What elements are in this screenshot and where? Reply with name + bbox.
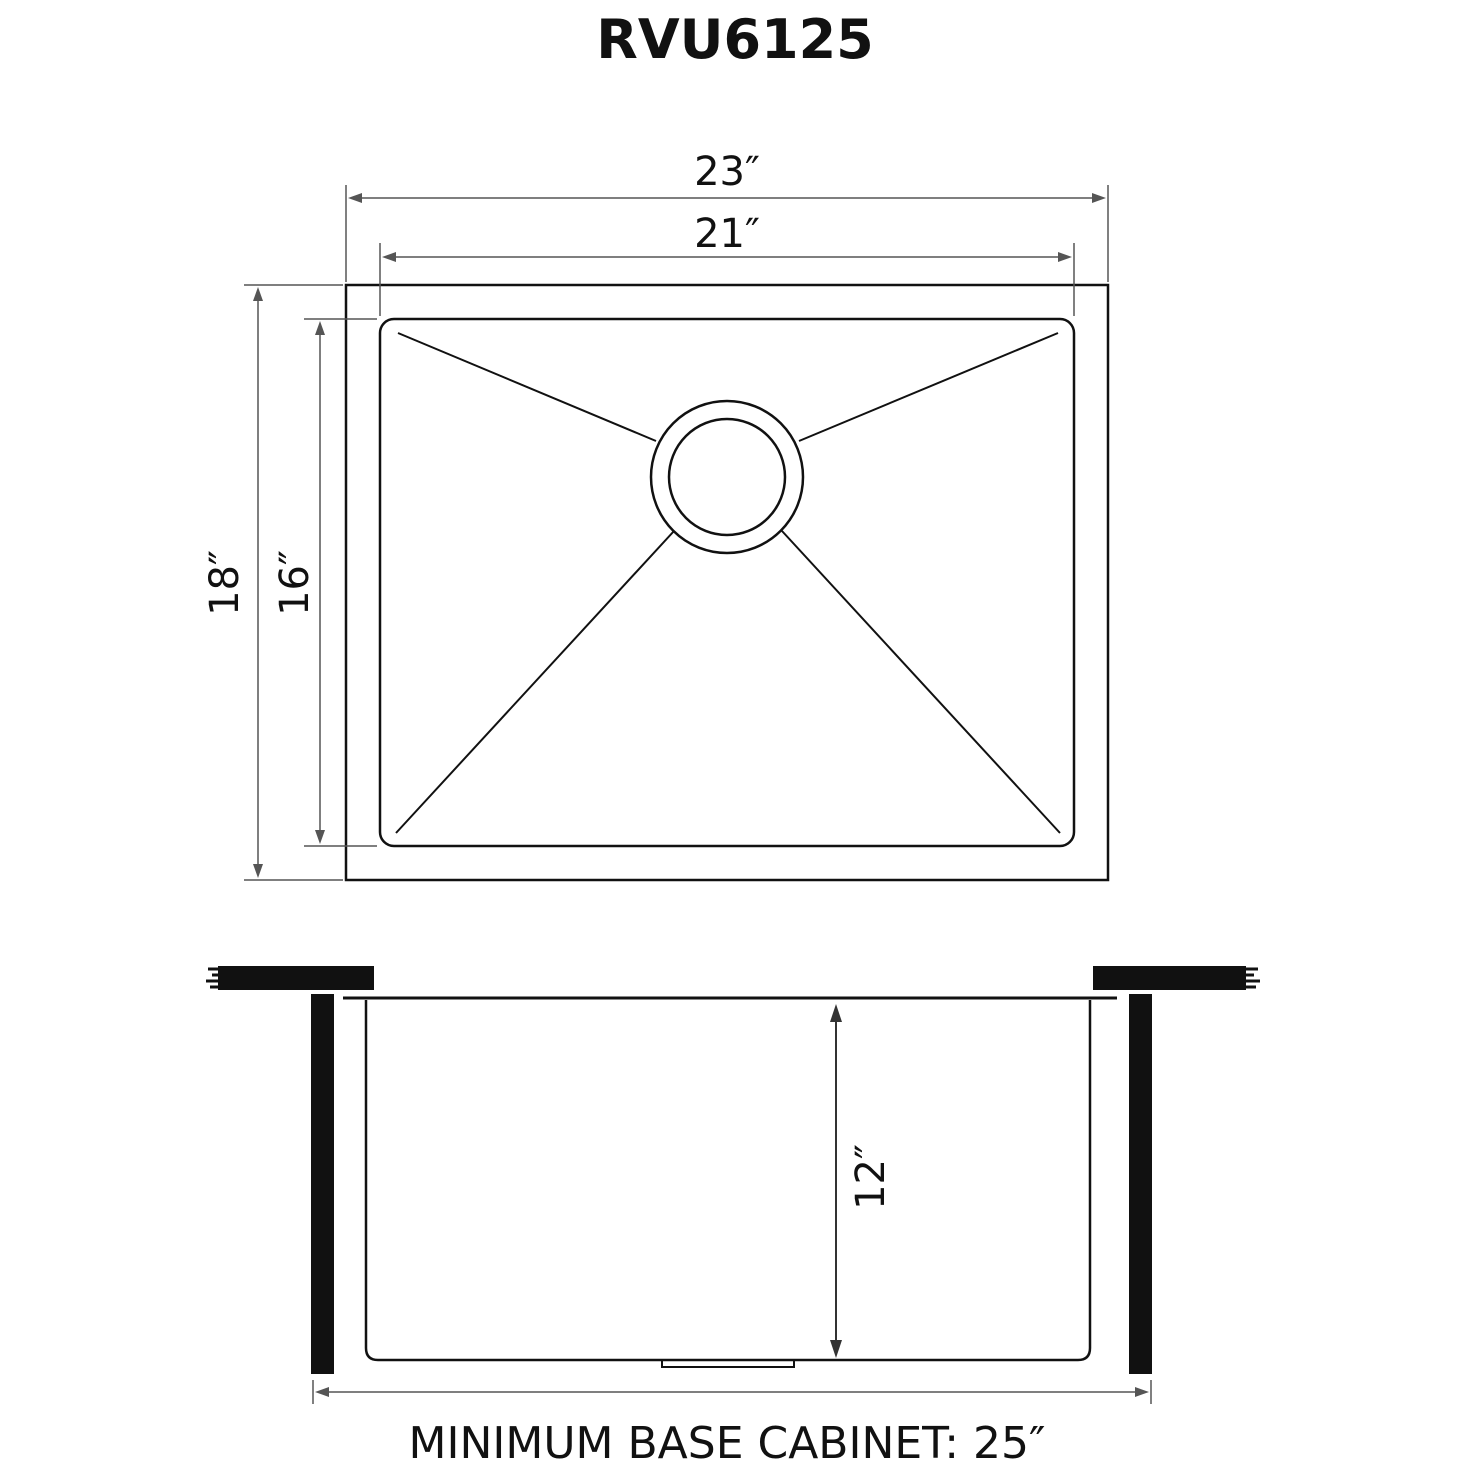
drain-inner-ring	[667, 417, 787, 537]
dimension-outer-depth	[244, 284, 343, 881]
drain-outer-ring	[649, 399, 805, 555]
sink-bowl-profile	[364, 1000, 1092, 1362]
top-view: 23″ 21″ 18″ 16″	[202, 149, 1110, 882]
countertop-right-break	[1242, 967, 1260, 989]
slope-line-top-left	[397, 332, 657, 442]
min-cabinet-label: MINIMUM BASE CABINET: 25″	[409, 1418, 1046, 1469]
dimension-inner-depth	[304, 318, 377, 847]
drain-stub	[661, 1359, 795, 1368]
countertop-left-break	[206, 967, 222, 989]
side-view: 12″ MINIMUM BASE CABINET: 25″	[206, 966, 1260, 1469]
cabinet-wall-left	[311, 994, 334, 1374]
inner-depth-label: 16″	[272, 550, 318, 616]
bowl-depth-label: 12″	[848, 1144, 894, 1210]
sink-bowl-outline	[378, 317, 1076, 848]
inner-width-label: 21″	[694, 211, 760, 257]
outer-width-label: 23″	[694, 149, 760, 195]
dimension-inner-width	[379, 243, 1075, 316]
dimension-cabinet-width	[312, 1380, 1152, 1404]
slope-line-top-right	[798, 332, 1059, 442]
model-title: RVU6125	[596, 8, 874, 71]
countertop-left	[218, 966, 374, 990]
outer-depth-label: 18″	[202, 550, 248, 616]
dimension-bowl-depth	[830, 1004, 842, 1358]
countertop-right	[1093, 966, 1246, 990]
dimension-outer-width	[345, 185, 1109, 282]
slope-line-bottom-left	[395, 530, 675, 834]
slope-line-bottom-right	[781, 530, 1061, 834]
cabinet-wall-right	[1129, 994, 1152, 1374]
sink-outer-outline	[344, 283, 1110, 882]
